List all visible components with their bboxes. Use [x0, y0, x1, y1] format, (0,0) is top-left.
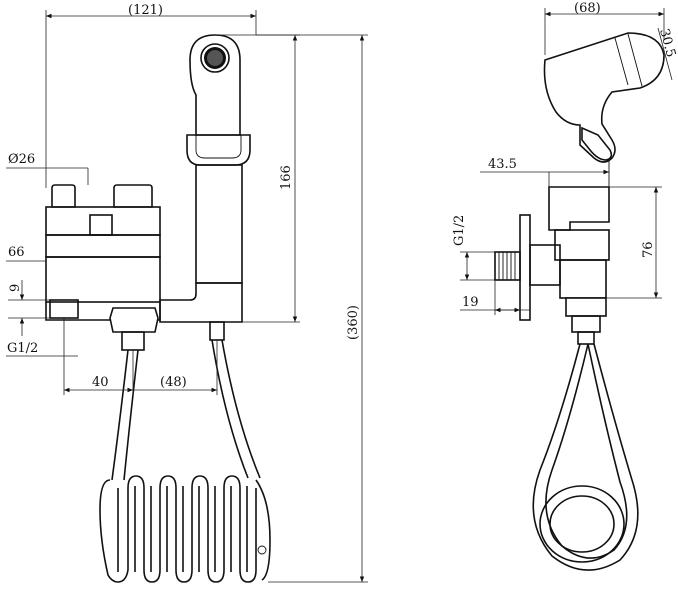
threaded-inlet	[494, 251, 521, 281]
dim-166: 166	[279, 165, 294, 190]
front-view-dimensions: (121) 166 (360) Ø26 66 9 G1/2 40	[6, 3, 368, 583]
hose-connector-right	[209, 321, 225, 341]
hex-nut	[109, 307, 159, 333]
handshower-side	[543, 32, 665, 163]
side-view	[494, 32, 665, 571]
dim-48: (48)	[160, 375, 187, 390]
front-view	[45, 34, 271, 583]
holder-body	[195, 164, 243, 284]
dim-19: 19	[462, 295, 479, 310]
dim-76: 76	[641, 241, 656, 258]
dim-g12-left: G1/2	[7, 341, 38, 356]
dim-g12-right: G1/2	[452, 215, 467, 246]
dim-68: (68)	[574, 1, 601, 16]
dim-360: (360)	[346, 305, 361, 340]
hose-connector-left	[121, 331, 145, 351]
dim-9: 9	[8, 284, 23, 292]
holder-side	[548, 186, 610, 231]
hose-loop	[532, 343, 639, 571]
handshower-head	[186, 34, 251, 166]
dim-66: 66	[8, 245, 25, 260]
wall-plate	[519, 214, 531, 321]
holder-arm	[159, 282, 243, 323]
valve-body	[45, 184, 161, 321]
dim-121: (121)	[128, 3, 163, 18]
dim-dia-26: Ø26	[8, 152, 35, 167]
side-view-dimensions: (68) 30.5 43.5 76 G1/2 19	[452, 1, 678, 315]
dim-40: 40	[92, 375, 109, 390]
dim-30-5: 30.5	[656, 27, 678, 59]
dim-43-5: 43.5	[488, 157, 517, 172]
coiled-hose	[99, 475, 271, 583]
